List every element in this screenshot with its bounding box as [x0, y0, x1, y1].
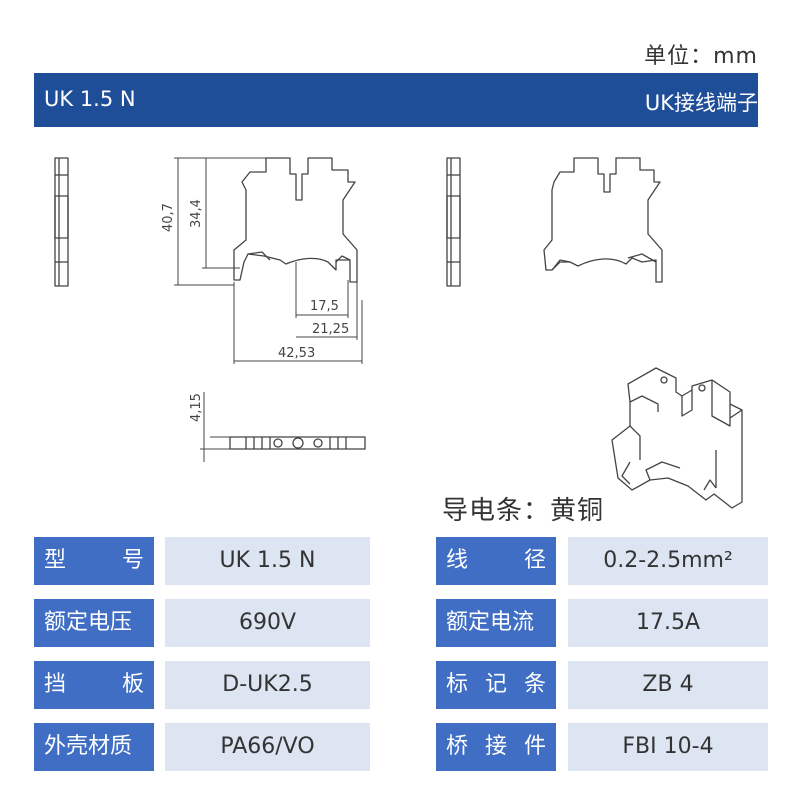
technical-drawings: 40,7 34,4 17,5 21,25 42,53 — [54, 157, 743, 509]
dim-height-total: 40,7 — [161, 203, 176, 232]
spec-label-housing-material: 外壳材质 — [34, 723, 154, 771]
spec-value-rated-voltage: 690V — [165, 599, 370, 647]
height-dimensions — [174, 157, 266, 286]
spec-value-housing-material: PA66/VO — [165, 723, 370, 771]
conductor-material-note: 导电条：黄铜 — [442, 496, 605, 526]
spec-label-bridge: 桥接件 — [436, 723, 556, 771]
spec-value-model: UK 1.5 N — [165, 537, 370, 585]
spec-label-rated-current: 额定电流 — [436, 599, 556, 647]
spec-label-model: 型 号 — [34, 537, 154, 585]
dim-height-upper: 34,4 — [189, 199, 204, 228]
unit-label: 单位：mm — [644, 44, 758, 69]
spec-value-wire-size: 0.2-2.5mm² — [568, 537, 768, 585]
dim-thickness: 4,15 — [189, 393, 204, 422]
banner-model: UK 1.5 N — [44, 87, 136, 111]
spec-label-marker-strip: 标记条 — [436, 661, 556, 709]
side-view-left — [54, 157, 69, 287]
top-view — [200, 392, 366, 462]
spec-value-bridge: FBI 10-4 — [568, 723, 768, 771]
side-view-right — [446, 157, 461, 287]
dim-width-total: 42,53 — [278, 346, 315, 361]
spec-value-end-plate: D-UK2.5 — [165, 661, 370, 709]
width-dimensions — [233, 262, 363, 364]
isometric-view — [611, 367, 743, 509]
spec-label-end-plate: 挡 板 — [34, 661, 154, 709]
title-banner: UK 1.5 N UK接线端子 — [34, 73, 758, 127]
front-view-plain — [543, 157, 663, 283]
dim-width-b: 21,25 — [312, 322, 349, 337]
dim-width-a: 17,5 — [310, 299, 339, 314]
banner-product-name: UK接线端子 — [644, 91, 758, 115]
spec-value-marker-strip: ZB 4 — [568, 661, 768, 709]
front-view-dimensioned — [233, 157, 358, 283]
spec-label-rated-voltage: 额定电压 — [34, 599, 154, 647]
spec-value-rated-current: 17.5A — [568, 599, 768, 647]
spec-label-wire-size: 线 径 — [436, 537, 556, 585]
